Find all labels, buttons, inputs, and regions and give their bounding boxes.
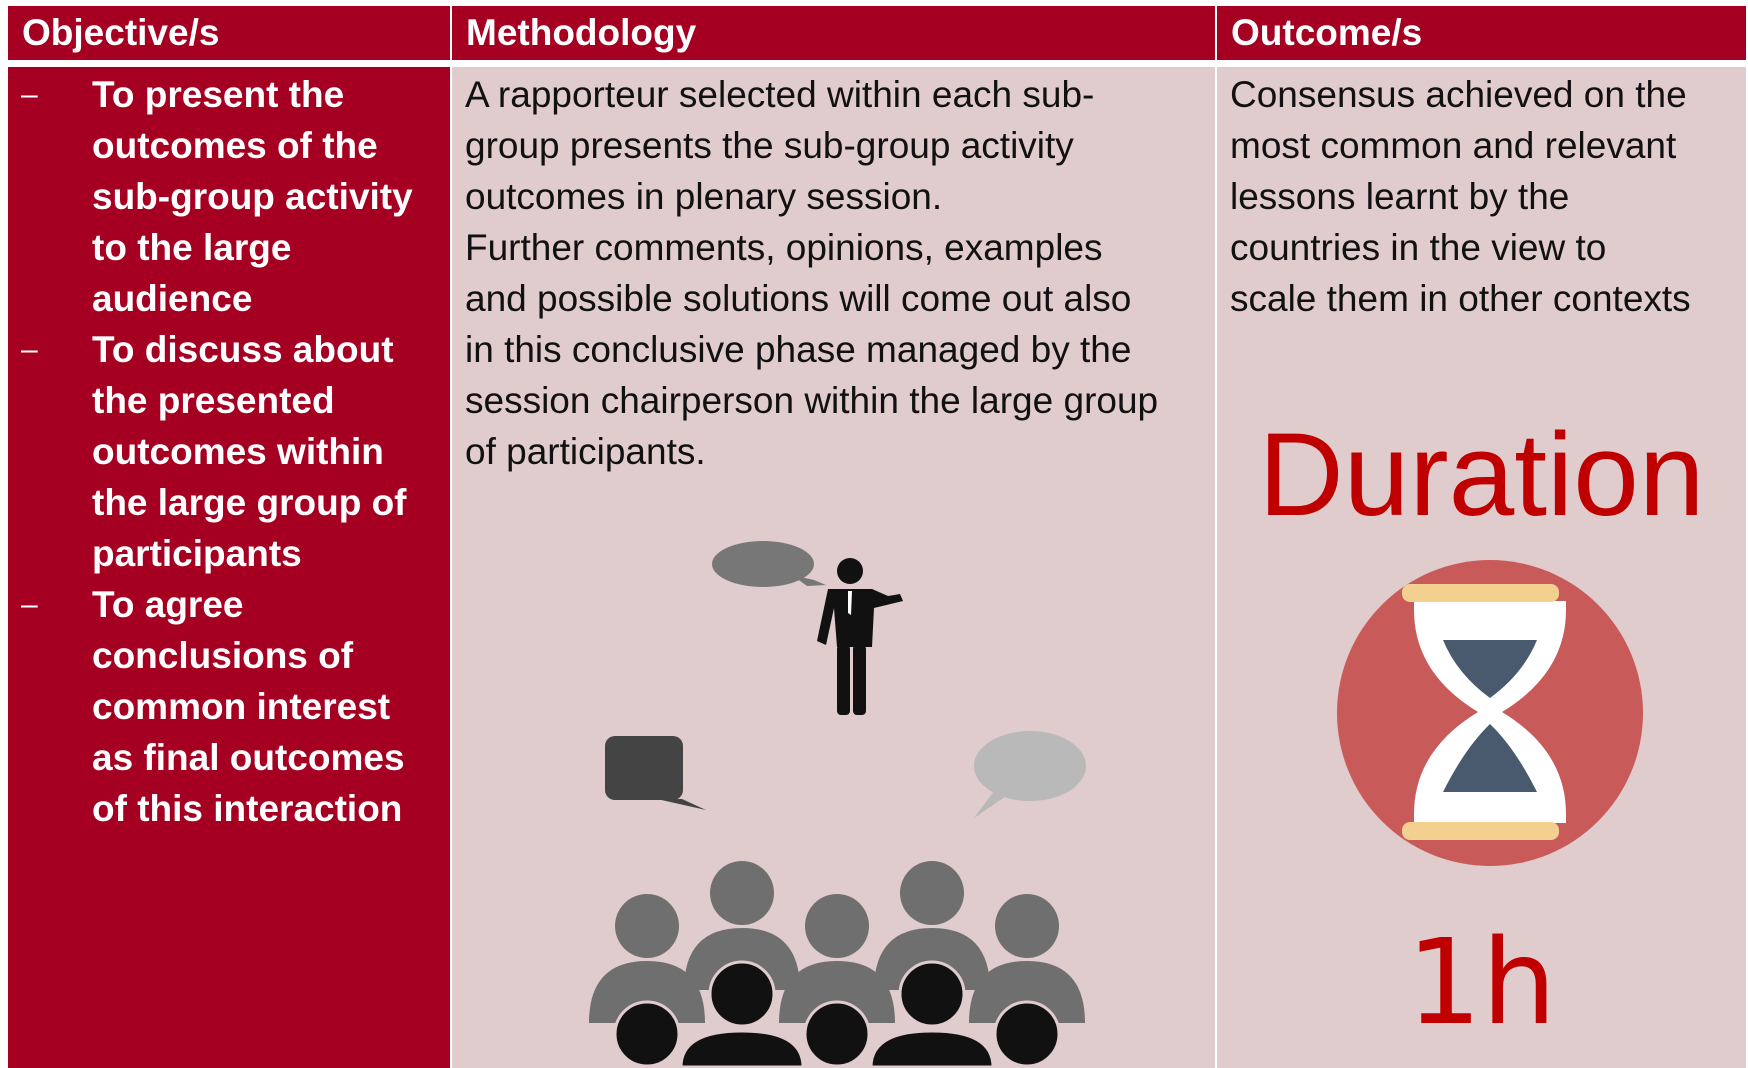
methodology-line: of participants. [465,431,706,472]
duration-label: Duration [1258,409,1705,541]
objective-line: sub-group activity [92,176,413,217]
bullet-dash: – [21,333,38,366]
methodology-line: session chairperson within the large gro… [465,380,1159,421]
outcomes-text: Consensus achieved on the most common an… [1230,69,1691,324]
methodology-line: outcomes in plenary session. [465,176,943,217]
objectives-list: – To present the outcomes of the sub-gro… [8,69,450,834]
chat-bubble-icon [605,736,706,810]
objective-line: To discuss about [92,329,394,370]
objective-line: outcomes of the [92,125,378,166]
objective-line: of this interaction [92,788,403,829]
bullet-dash: – [21,588,38,621]
objective-line: To agree [92,584,244,625]
audience-front-row-icon [586,960,1061,1068]
outcome-line: countries in the view to [1230,227,1607,268]
methodology-line: Further comments, opinions, examples [465,227,1103,268]
objectives-header: Objective/s [8,6,450,60]
outcome-line: lessons learnt by the [1230,176,1570,217]
objective-item-3: – To agree conclusions of common interes… [8,579,450,834]
presenter-audience-icon [586,541,1086,1068]
objective-line: as final outcomes [92,737,405,778]
objective-line: the large group of [92,482,407,523]
thought-bubble-icon [974,731,1086,818]
objective-line: common interest [92,686,391,727]
objective-line: participants [92,533,302,574]
audience-back-row-icon [589,861,1085,1023]
outcomes-header: Outcome/s [1217,6,1746,60]
methodology-paragraph-1: A rapporteur selected within each sub- g… [465,69,1094,222]
objective-line: to the large [92,227,292,268]
methodology-paragraph-2: Further comments, opinions, examples and… [465,222,1158,477]
objective-line: the presented [92,380,335,421]
bullet-dash: – [21,78,38,111]
objective-item-2: – To discuss about the presented outcome… [8,324,450,579]
outcomes-cell: Consensus achieved on the most common an… [1217,67,1746,1068]
objective-line: To present the [92,74,345,115]
outcome-line: most common and relevant [1230,125,1677,166]
methodology-line: in this conclusive phase managed by the [465,329,1132,370]
duration-value: 1h [1406,913,1557,1051]
objective-line: outcomes within [92,431,384,472]
methodology-line: A rapporteur selected within each sub- [465,74,1095,115]
presenter-icon [817,558,903,715]
methodology-line: group presents the sub-group activity [465,125,1074,166]
methodology-header: Methodology [452,6,1215,60]
objectives-cell: – To present the outcomes of the sub-gro… [8,67,450,1068]
methodology-line: and possible solutions will come out als… [465,278,1132,319]
outcome-line: scale them in other contexts [1230,278,1691,319]
speech-bubble-icon [712,541,826,587]
methodology-cell: A rapporteur selected within each sub- g… [452,67,1215,1068]
objective-item-1: – To present the outcomes of the sub-gro… [8,69,450,324]
hourglass-icon [1337,560,1643,866]
outcome-line: Consensus achieved on the [1230,74,1687,115]
objective-line: conclusions of [92,635,354,676]
objective-line: audience [92,278,253,319]
